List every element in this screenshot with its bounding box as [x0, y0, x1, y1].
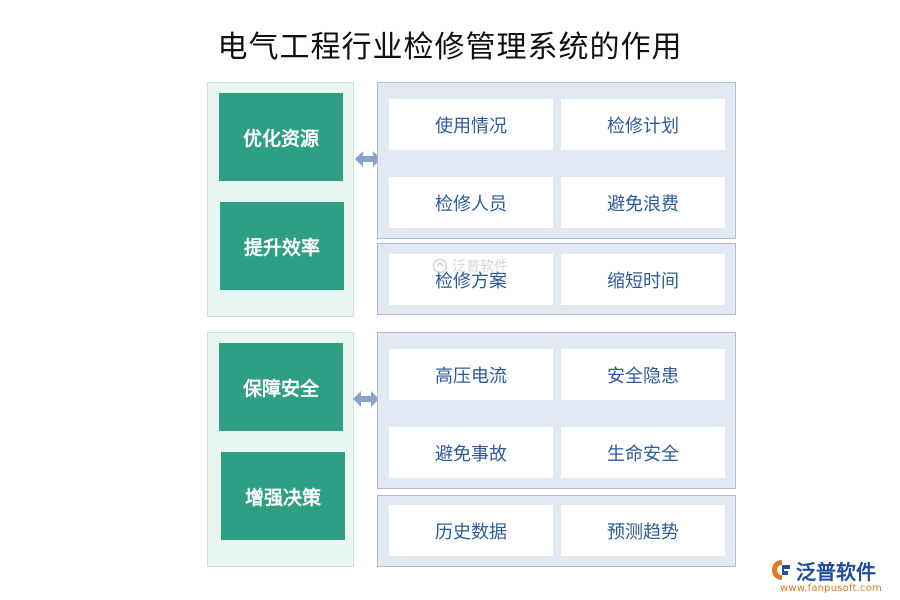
category-box: 提升效率	[220, 202, 344, 290]
feature-item: 高压电流	[389, 349, 553, 400]
fanpu-logo-icon	[772, 560, 790, 580]
left-panel-group-2: 保障安全 增强决策	[207, 332, 354, 567]
brand-url: www.fanpusoft.com	[780, 583, 882, 594]
feature-item: 缩短时间	[561, 254, 725, 305]
feature-item: 避免浪费	[561, 177, 725, 228]
watermark: 泛普软件	[432, 256, 508, 276]
right-panel-group-2-top: 高压电流 安全隐患 避免事故 生命安全	[377, 332, 736, 489]
feature-item: 检修方案	[389, 254, 553, 305]
right-panel-group-2-bottom: 历史数据 预测趋势	[377, 495, 736, 567]
feature-item: 避免事故	[389, 427, 553, 478]
feature-item: 安全隐患	[561, 349, 725, 400]
watermark-text: 泛普软件	[452, 259, 508, 275]
brand-logo: 泛普软件 www.fanpusoft.com	[770, 556, 895, 596]
page-title: 电气工程行业检修管理系统的作用	[217, 30, 683, 65]
left-panel-group-1: 优化资源 提升效率	[207, 82, 354, 317]
right-panel-group-1-bottom: 检修方案 缩短时间	[377, 243, 736, 315]
feature-item: 预测趋势	[561, 505, 725, 556]
feature-item: 检修计划	[561, 99, 725, 150]
brand-name: 泛普软件	[796, 560, 876, 584]
feature-item: 使用情况	[389, 99, 553, 150]
feature-item: 检修人员	[389, 177, 553, 228]
category-box: 保障安全	[219, 343, 343, 431]
feature-item: 生命安全	[561, 427, 725, 478]
category-box: 优化资源	[219, 93, 343, 181]
right-panel-group-1-top: 使用情况 检修计划 检修人员 避免浪费	[377, 82, 736, 239]
feature-item: 历史数据	[389, 505, 553, 556]
category-box: 增强决策	[221, 452, 345, 540]
watermark-logo-icon	[432, 258, 448, 274]
double-arrow-icon	[353, 391, 379, 407]
double-arrow-icon	[355, 151, 381, 167]
